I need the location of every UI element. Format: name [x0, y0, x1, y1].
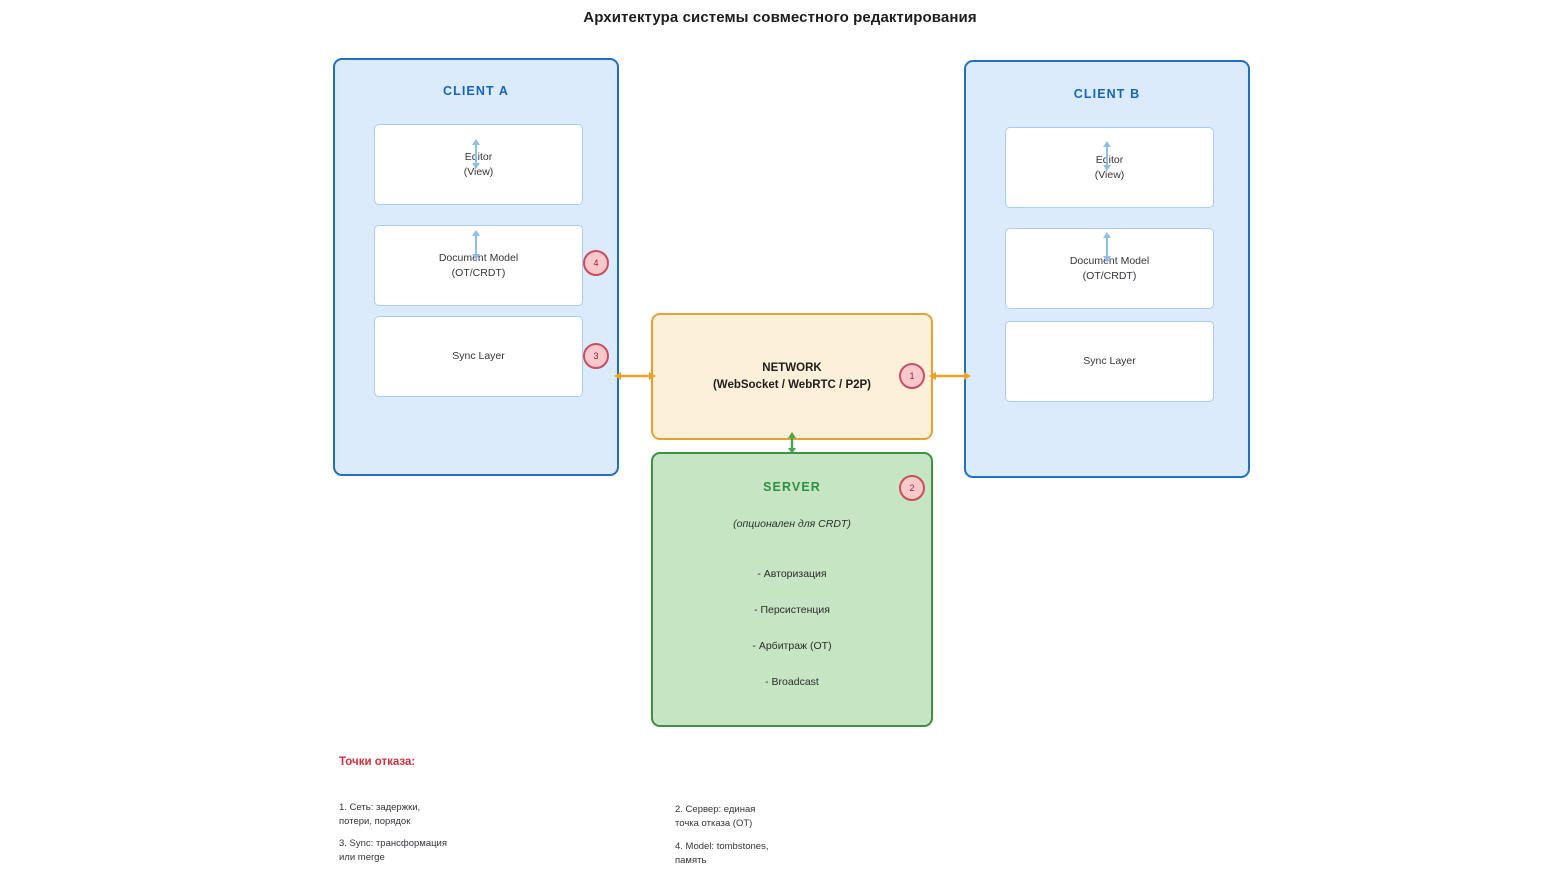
legend-item-3: 3. Sync: трансформация или merge: [339, 838, 447, 863]
server-item-persistence: - Персистенция: [754, 604, 830, 616]
server-item-broadcast: - Broadcast: [765, 676, 819, 688]
client-b-title: CLIENT B: [1073, 87, 1141, 101]
server-item-authorization: - Авторизация: [757, 568, 827, 580]
network-client-b-connector: [929, 370, 971, 382]
client-a-title: CLIENT A: [443, 84, 509, 98]
legend-item-4: 4. Model: tombstones, память: [675, 841, 769, 866]
client-a-editor-model-connector: [470, 139, 482, 169]
failure-badge-2[interactable]: 2: [899, 475, 925, 501]
server-title: SERVER: [763, 480, 821, 494]
client-a-network-connector: [614, 370, 656, 382]
server-item-arbitration: - Арбитраж (OT): [752, 640, 832, 652]
client-a-editor-label-2: (View): [463, 165, 494, 178]
client-b-model-sync-connector: [1101, 232, 1113, 262]
failure-badge-3[interactable]: 3: [583, 343, 609, 369]
client-b-sync-layer-box[interactable]: Sync Layer: [1005, 321, 1214, 402]
client-b-editor-model-connector: [1101, 141, 1113, 171]
client-a-model-sync-connector: [470, 230, 482, 260]
legend-item-2: 2. Сервер: единая точка отказа (OT): [675, 804, 756, 829]
client-b-editor-box[interactable]: Editor (View): [1005, 127, 1214, 208]
server-subtitle: (опционален для CRDT): [733, 518, 851, 530]
legend-heading: Точки отказа:: [339, 756, 416, 768]
client-b-sync-layer-label: Sync Layer: [1083, 355, 1136, 368]
client-a-sync-layer-label: Sync Layer: [452, 350, 505, 363]
client-b-panel[interactable]: CLIENT B Editor (View) Document Model (O…: [964, 60, 1250, 478]
client-b-editor-label-1: Editor: [1095, 154, 1124, 167]
client-a-document-model-label-2: (OT/CRDT): [451, 266, 506, 279]
page-title: Архитектура системы совместного редактир…: [583, 9, 977, 26]
network-server-connector: [786, 432, 798, 454]
client-a-panel[interactable]: CLIENT A Editor (View) Document Model (O…: [333, 58, 619, 476]
client-b-document-model-label-2: (OT/CRDT): [1082, 269, 1137, 282]
network-label-1: NETWORK: [762, 361, 822, 374]
failure-badge-1[interactable]: 1: [899, 363, 925, 389]
network-label-2: (WebSocket / WebRTC / P2P): [712, 378, 872, 391]
legend-item-1: 1. Сеть: задержки, потери, порядок: [339, 802, 421, 827]
failure-badge-4[interactable]: 4: [583, 250, 609, 276]
network-box[interactable]: NETWORK (WebSocket / WebRTC / P2P): [651, 313, 933, 440]
client-a-document-model-label-1: Document Model: [438, 252, 519, 265]
client-b-editor-label-2: (View): [1094, 168, 1125, 181]
client-a-editor-label-1: Editor: [464, 151, 493, 164]
client-b-document-model-box[interactable]: Document Model (OT/CRDT): [1005, 228, 1214, 309]
client-a-sync-layer-box[interactable]: Sync Layer: [374, 316, 583, 397]
client-b-document-model-label-1: Document Model: [1069, 255, 1150, 268]
client-a-document-model-box[interactable]: Document Model (OT/CRDT): [374, 225, 583, 306]
server-box[interactable]: SERVER (опционален для CRDT) - Авторизац…: [651, 452, 933, 727]
